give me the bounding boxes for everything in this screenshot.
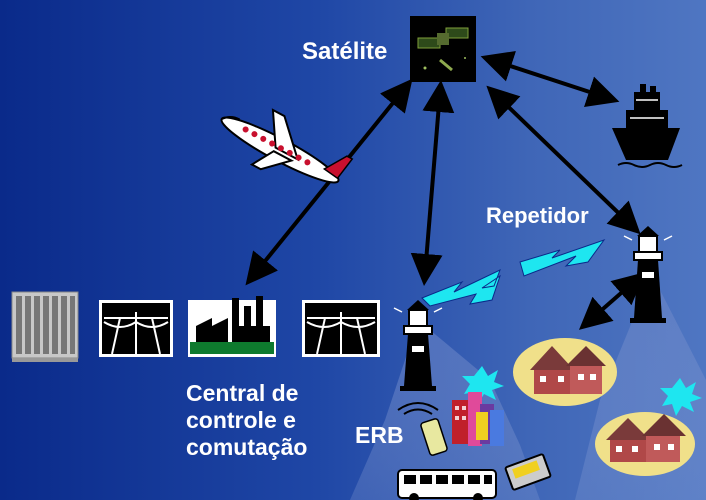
factory-icon — [188, 296, 276, 357]
erb-beam — [350, 330, 540, 500]
central-label-line: comutação — [186, 434, 308, 460]
power-pole-icon — [302, 300, 380, 357]
arrows — [245, 51, 646, 330]
buildings-icon — [452, 392, 504, 446]
power-pole-icon — [99, 300, 173, 357]
arrow-repeater-houses — [578, 272, 646, 330]
central-label-line: controle e — [186, 407, 296, 433]
phone-icon — [397, 402, 448, 456]
central-label-line: Central de — [186, 380, 299, 406]
repeater-label: Repetidor — [486, 203, 589, 228]
houses-icon — [513, 338, 695, 476]
lighthouse-icon — [623, 226, 673, 323]
switchboard-icon — [11, 291, 79, 362]
erb-label: ERB — [355, 422, 404, 448]
airplane-icon — [220, 108, 354, 184]
lighthouse-icon — [393, 300, 443, 391]
satellite-icon — [410, 16, 476, 82]
phone-icon — [504, 453, 552, 491]
bus-icon — [397, 469, 497, 500]
ship-icon — [612, 84, 683, 168]
satellite-label: Satélite — [302, 38, 388, 65]
central-label: Central de controle e comutação — [186, 380, 346, 461]
arrow-satellite-erb — [410, 80, 455, 286]
burst-icon — [462, 366, 702, 416]
arrow-satellite-ship — [480, 51, 620, 107]
lightning-icon — [421, 239, 606, 307]
arrow-satellite-repeater — [486, 85, 641, 235]
